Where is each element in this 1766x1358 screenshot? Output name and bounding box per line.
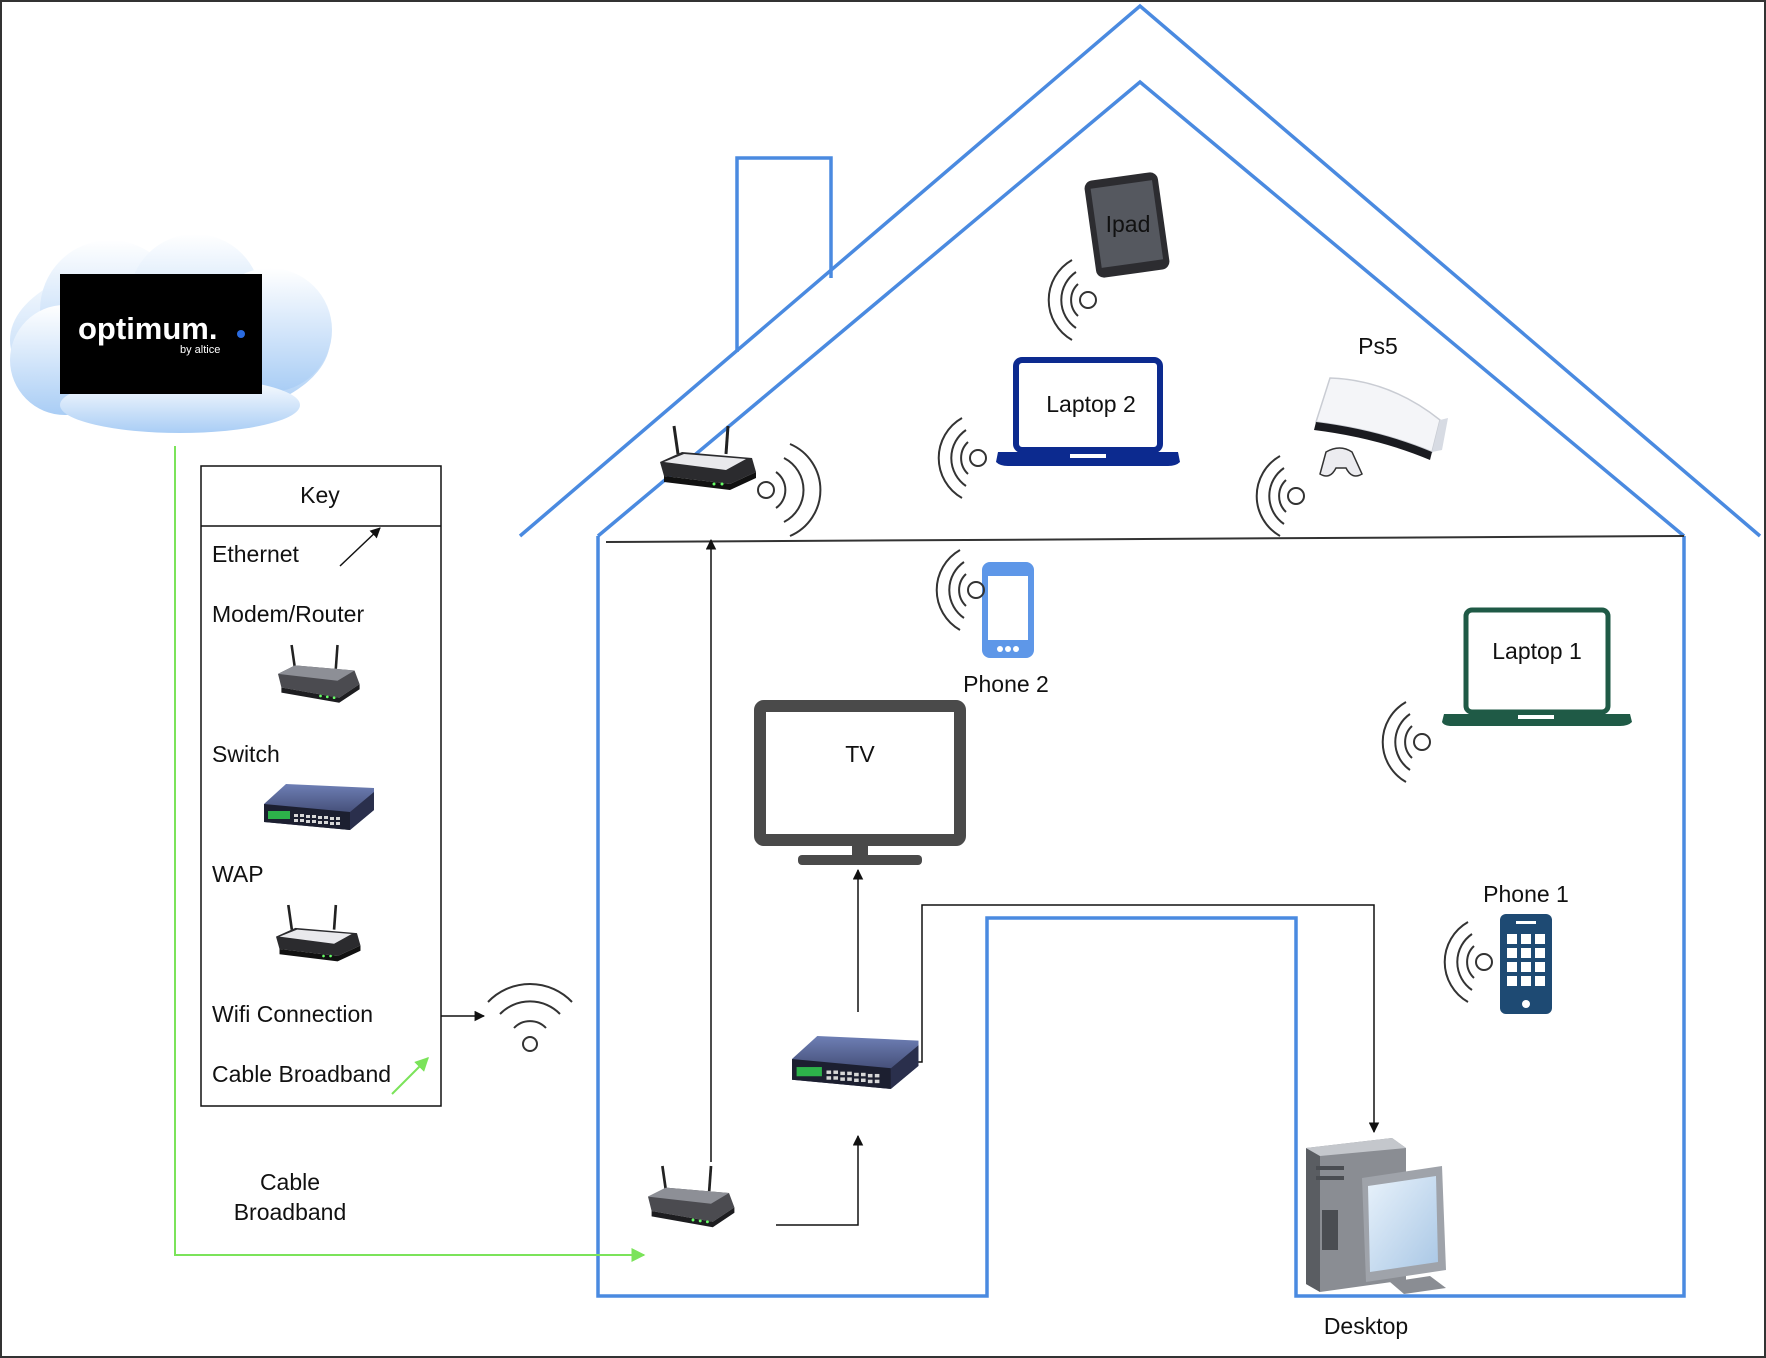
switch-icon [792,1036,919,1089]
floor-divider [605,535,1685,543]
laptop2-signal-icon [937,417,987,499]
isp-tagline: by altice [180,344,220,356]
tablet-icon [1084,172,1170,278]
router-icon [646,1164,736,1229]
phone1-label: Phone 1 [1483,881,1569,907]
laptop-icon [1442,607,1632,726]
phone-icon [982,562,1034,658]
desktop-icon [1306,1138,1446,1294]
legend-modem-router-label: Modem/Router [212,601,364,627]
desktop-label: Desktop [1324,1313,1408,1339]
legend-wifi-label: Wifi Connection [212,1001,373,1027]
phone1-signal-icon [1443,921,1493,1003]
laptop1-signal-icon [1381,701,1431,783]
cable-label-line1: Cable [260,1169,320,1195]
link-switch-to-desktop [916,904,1380,1134]
switch-icon [264,784,374,830]
wap-icon [658,424,758,492]
legend-cable-label: Cable Broadband [212,1061,391,1087]
wifi-icon [487,983,573,1052]
cable-label-line2: Broadband [234,1199,347,1225]
legend-wap-label: WAP [212,861,264,887]
ipad-label: Ipad [1106,211,1151,237]
ipad-signal-icon [1047,259,1097,341]
legend-key: Key Ethernet Modem/Router Switch WAP Wif… [200,465,442,1107]
laptop2-label: Laptop 2 [1046,391,1136,417]
house-outline [518,3,1762,1298]
legend-ethernet-label: Ethernet [212,541,300,567]
tv-icon [754,700,966,865]
legend-title: Key [300,482,340,508]
legend-ethernet-arrow [339,527,381,567]
game-console-icon [1314,377,1448,477]
wap-signal-icon [757,443,822,537]
tv-label: TV [845,741,875,767]
ps5-signal-icon [1255,455,1305,537]
cable-broadband-link [174,446,646,1262]
brand-dot [237,330,245,338]
ps5-label: Ps5 [1358,333,1398,359]
isp-brand: optimum. [78,311,218,346]
ethernet-links [705,538,1380,1226]
isp-cloud: optimum. by altice [10,234,332,433]
laptop-icon [996,357,1180,466]
legend-cable-arrow [391,1057,429,1095]
link-router-to-switch [776,1134,864,1226]
legend-switch-label: Switch [212,741,280,767]
optimum-logo [60,274,262,394]
phone-icon [1500,914,1552,1014]
phone2-label: Phone 2 [963,671,1049,697]
laptop1-label: Laptop 1 [1492,638,1582,664]
phone2-signal-icon [935,549,985,631]
